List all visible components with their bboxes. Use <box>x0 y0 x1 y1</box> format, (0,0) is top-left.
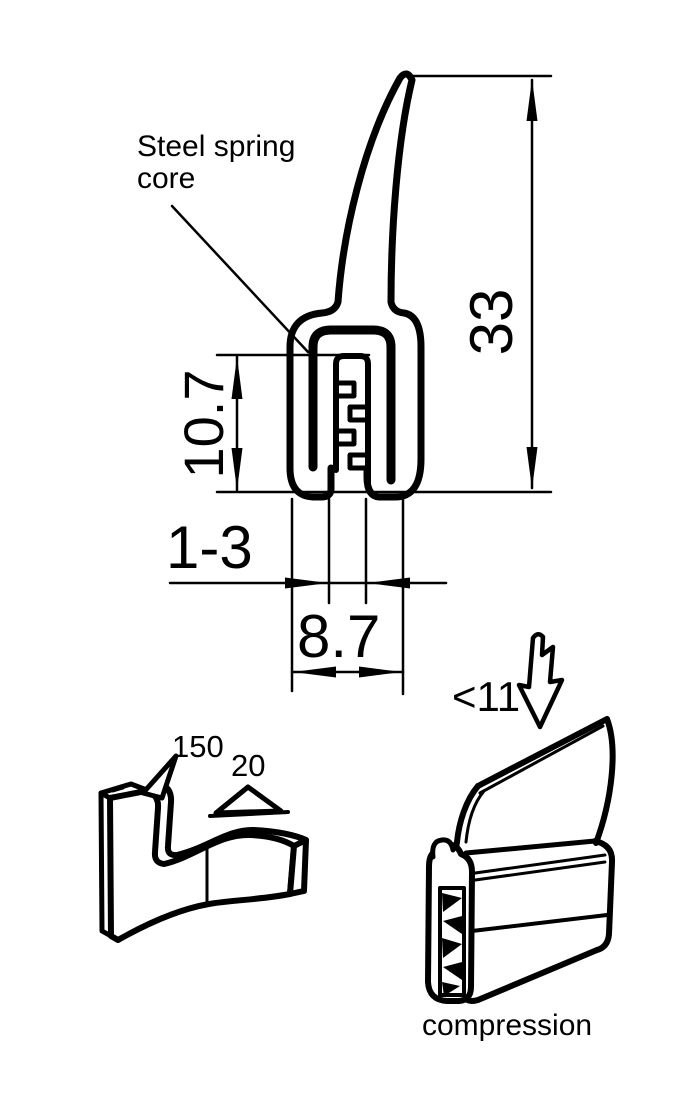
arrow-8-7-left <box>293 666 336 678</box>
compression-view <box>425 632 616 1004</box>
hook-back-edge <box>155 780 309 859</box>
arrow-10-7-bottom <box>231 448 243 490</box>
fin-left-edge-inner <box>464 789 486 844</box>
radius-20-base-line <box>208 810 290 818</box>
hook-front-face <box>107 788 297 943</box>
radius-150-arrow-icon <box>140 753 179 801</box>
core-leader-line <box>170 204 310 354</box>
fin-right-edge <box>593 716 616 846</box>
arrow-1-3-right <box>367 577 410 589</box>
clamp-tooth <box>443 962 462 980</box>
clamp-tooth <box>443 916 462 934</box>
arrow-33-bottom <box>526 447 538 489</box>
arrow-1-3-left <box>285 577 328 589</box>
body-right-edge <box>592 838 616 953</box>
dim-grip-range-label: 1-3 <box>166 514 253 581</box>
clamp-lip-bump <box>430 837 456 860</box>
radius-20-arrow-icon <box>213 784 284 816</box>
arrow-33-top <box>526 79 538 121</box>
grip-tooth <box>347 452 371 471</box>
dim-clamp-height-label: 10.7 <box>172 369 235 479</box>
steel-spring-core-label: Steel spring core <box>137 130 296 196</box>
dim-overall-width-label: 8.7 <box>297 603 381 670</box>
body-pinstripe <box>466 853 607 876</box>
clamp-teeth <box>442 893 462 996</box>
arrow-8-7-right <box>359 666 402 678</box>
dim-overall-height-label: 33 <box>458 288 525 356</box>
arrow-10-7-top <box>231 357 243 399</box>
compression-arrow-icon <box>516 632 565 730</box>
chamfer-tick <box>111 786 125 793</box>
body-top-edge <box>463 838 598 856</box>
dimension-arrowheads <box>231 79 538 678</box>
profile-outer-outline <box>286 70 425 501</box>
grip-tooth <box>333 428 357 447</box>
bend-radius-view <box>98 753 309 943</box>
steel-core-outline <box>308 325 396 485</box>
bend-radius-150-label: 150 <box>172 729 224 764</box>
clamp-tooth <box>442 982 460 996</box>
grip-tooth <box>347 404 371 423</box>
fin-top-edge <box>475 716 610 789</box>
bend-radius-20-label: 20 <box>231 748 266 783</box>
body-accent-line <box>470 913 609 933</box>
body-bottom-edge <box>461 947 600 1004</box>
body-pinstripe <box>466 860 607 883</box>
hook-end-cap <box>287 837 309 897</box>
compression-caption: compression <box>422 1009 593 1042</box>
compression-limit-label: <11 <box>452 673 521 720</box>
clamp-tooth <box>442 938 462 958</box>
grip-tooth <box>333 380 357 399</box>
clamp-tooth <box>442 893 462 912</box>
clamp-inner-outline <box>438 886 466 997</box>
fin-top-edge-inner <box>478 724 605 795</box>
